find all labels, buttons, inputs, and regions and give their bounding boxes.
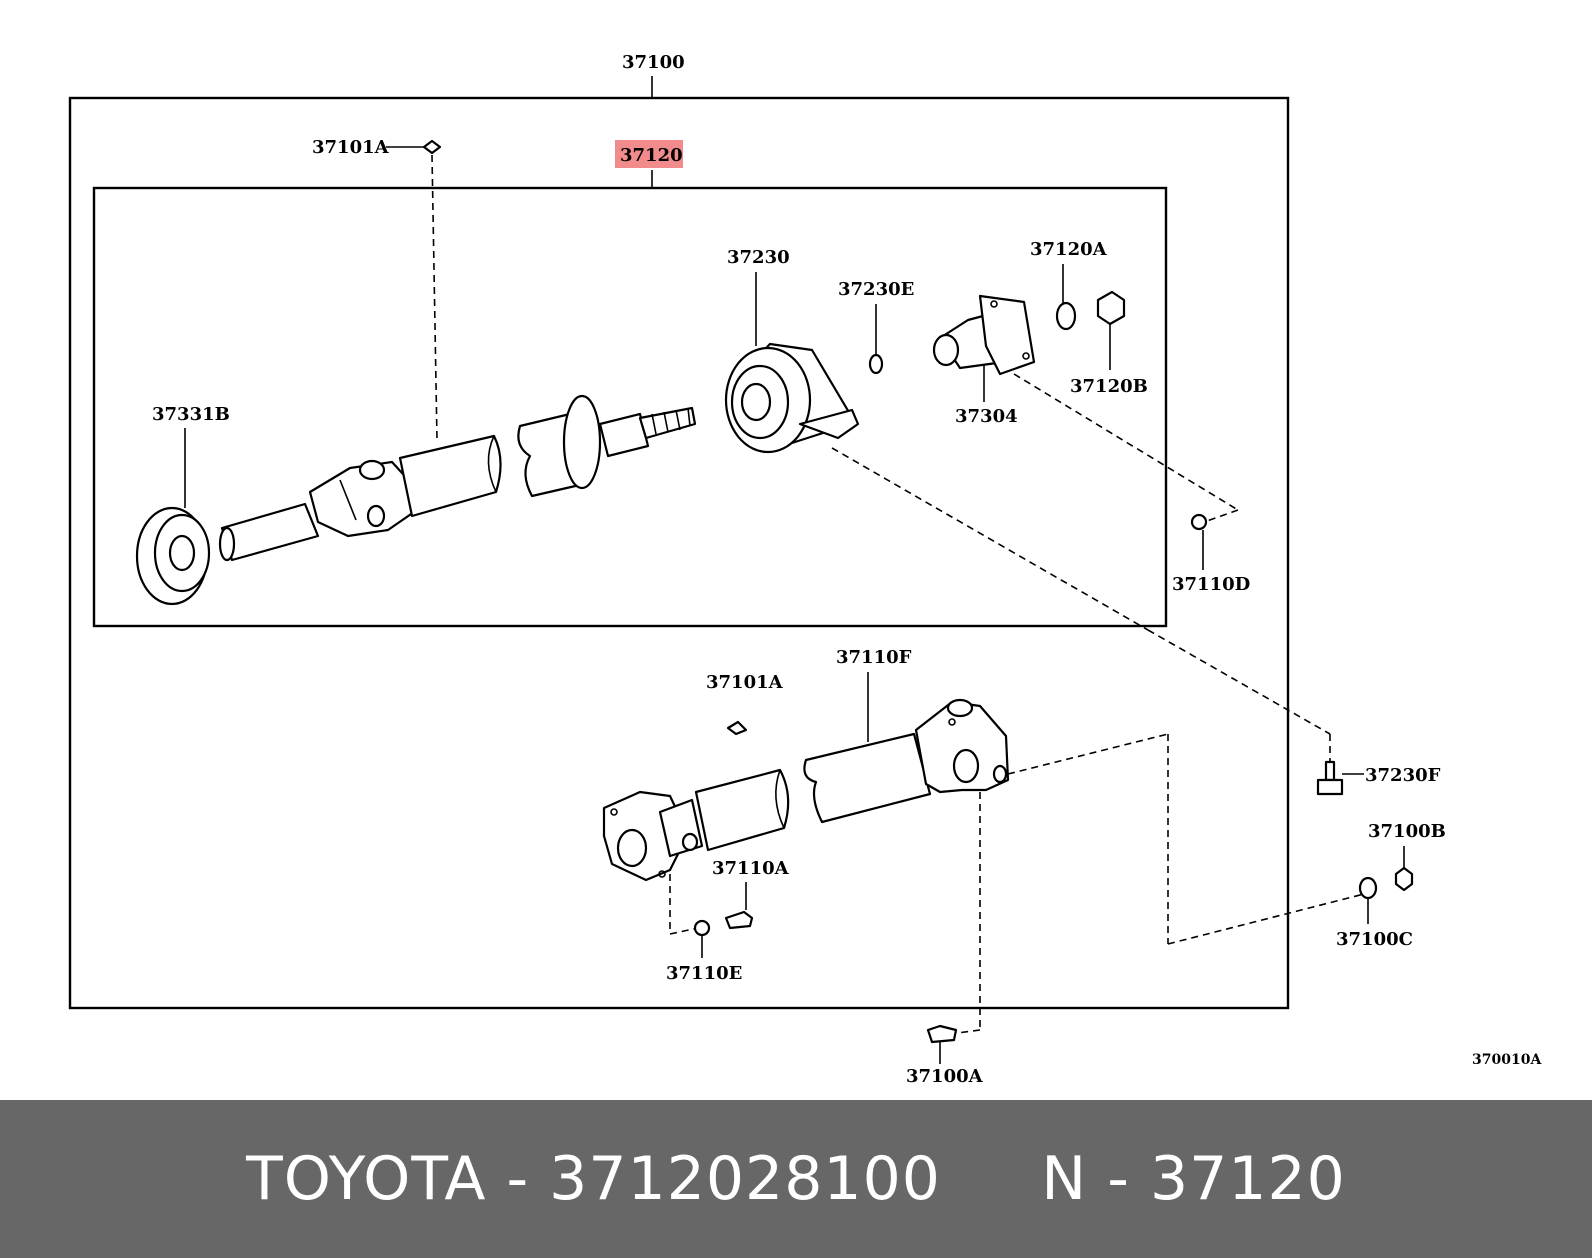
label-37100b[interactable]: 37100B <box>1368 821 1446 842</box>
label-37100c[interactable]: 37100C <box>1336 929 1413 950</box>
grease-fitting-top-icon <box>422 139 442 155</box>
front-propeller-shaft-icon <box>218 394 697 562</box>
grease-fitting-bottom-icon <box>726 720 748 736</box>
nut-37110d-icon <box>1190 513 1208 531</box>
label-37120[interactable]: 37120 <box>620 145 683 166</box>
label-37331b[interactable]: 37331B <box>152 404 230 425</box>
label-37110d[interactable]: 37110D <box>1172 574 1250 595</box>
part-number-text: TOYOTA - 3712028100 N - 37120 <box>246 1144 1346 1214</box>
assembly-frame-37100 <box>68 96 1290 1010</box>
bolt-37110a-icon <box>724 910 754 930</box>
center-bearing-icon <box>724 342 860 454</box>
label-37120a[interactable]: 37120A <box>1030 239 1108 260</box>
label-37100[interactable]: 37100 <box>622 52 685 73</box>
diagram-reference-code: 370010A <box>1472 1052 1542 1068</box>
washer-37100c-icon <box>1358 876 1378 900</box>
nut-37120b-icon <box>1096 290 1126 326</box>
label-37101a-top[interactable]: 37101A <box>312 137 390 158</box>
label-37230f[interactable]: 37230F <box>1365 765 1441 786</box>
washer-37230e-icon <box>868 353 884 375</box>
companion-flange-icon <box>932 294 1036 376</box>
label-37110f[interactable]: 37110F <box>836 647 912 668</box>
nut-37110e-icon <box>693 919 711 937</box>
rear-propeller-shaft-icon <box>602 698 1010 882</box>
label-37110e[interactable]: 37110E <box>666 963 742 984</box>
label-37101a-bottom[interactable]: 37101A <box>706 672 784 693</box>
bolt-37100a-icon <box>926 1024 958 1044</box>
label-37304[interactable]: 37304 <box>955 406 1018 427</box>
subassembly-frame-37120 <box>92 186 1168 628</box>
label-37230[interactable]: 37230 <box>727 247 790 268</box>
bolt-37230f-icon <box>1316 760 1344 796</box>
highlight-37120 <box>615 140 683 168</box>
label-37110a[interactable]: 37110A <box>712 858 790 879</box>
dust-deflector-icon <box>135 506 211 606</box>
parts-diagram: 37100 37120 37101A 37331B 372 <box>68 52 1542 1087</box>
lock-washer-37120a-icon <box>1055 301 1077 331</box>
label-37100a[interactable]: 37100A <box>906 1066 984 1087</box>
label-37120b[interactable]: 37120B <box>1070 376 1148 397</box>
label-37230e[interactable]: 37230E <box>838 279 914 300</box>
nut-37100b-icon <box>1394 866 1414 892</box>
part-number-banner: TOYOTA - 3712028100 N - 37120 <box>0 1100 1592 1258</box>
